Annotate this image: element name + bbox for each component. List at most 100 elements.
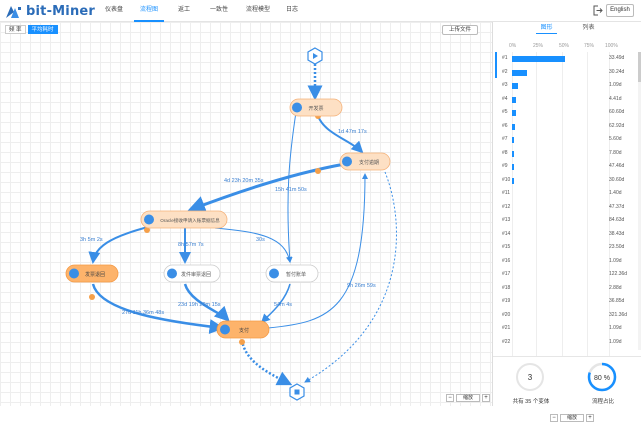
variant-row-label: #5 [502,109,508,115]
edge-n6-to-n7[interactable] [260,283,291,324]
zoom-out-button[interactable]: − [446,394,454,402]
axis-tick: 75% [584,43,595,49]
nav-logs[interactable]: 日志 [285,7,298,13]
scrollbar-thumb[interactable] [638,52,641,82]
edge-n3-to-n4[interactable] [88,226,149,264]
grid-line [609,52,610,356]
node-n3-label: Oracle接收申请入账票据信息 [160,217,220,224]
start-node[interactable] [307,47,323,65]
variant-row-label: #3 [502,82,508,88]
language-button[interactable]: English [606,4,634,17]
node-n5[interactable]: 发件审票退回 [163,264,221,283]
variant-row[interactable]: #1 33.49d [493,52,641,65]
node-n1[interactable]: 开发票 [289,98,343,117]
edge-n1-to-n3[interactable] [286,111,297,263]
edge-label-e8: 27d 11h 36m 48s [122,310,164,316]
nav-process-model[interactable]: 流程模型 [245,7,270,13]
edge-n7-to-end[interactable] [240,339,293,386]
variant-row-value: 30.24d [609,68,625,75]
edge-label-e3: 15h 41m 50s [275,187,307,193]
variant-row-value: 33.49d [609,55,625,61]
variant-row-label: #15 [502,244,511,250]
edge-n5-to-n7[interactable] [183,283,230,322]
variant-row-bar [512,177,514,184]
edge-n2-to-n3[interactable] [187,162,346,214]
node-n6[interactable]: 暂付账单 [265,264,319,283]
canvas-zoom-control: − 缩放 + [446,394,490,402]
nav-rework[interactable]: 返工 [177,7,190,13]
upload-file-button[interactable]: 上传文件 [442,25,478,35]
variant-row-value: 60.60d [609,109,625,115]
edge-labels: 1d 47m 17s 4d 23h 20m 35s 15h 41m 50s 3h… [80,129,376,316]
variant-row-label: #11 [502,190,510,196]
flow-canvas[interactable] [0,22,492,406]
variant-row-value: 47.37d [609,203,625,210]
node-n7[interactable]: 支付 [216,320,270,339]
node-n2[interactable]: 支付逾期 [339,152,391,171]
zoom-in-button[interactable]: + [482,394,490,402]
variant-row[interactable]: #5 60.60d [493,106,641,119]
variant-row[interactable]: #4 4.41d [493,93,641,106]
variant-row-value: 47.46d [609,163,625,169]
selected-variant-indicator [495,52,497,78]
end-node[interactable] [289,383,305,401]
variant-row-label: #22 [502,338,511,345]
node-n5-label: 发件审票退回 [181,271,211,278]
edge-label-e10: 9h 26m 59s [347,283,376,289]
variant-row-label: #19 [502,298,511,304]
edge-n1-to-n2[interactable] [317,115,364,154]
variant-row-label: #17 [502,271,511,277]
axis-tick: 100% [605,43,618,49]
edge-n3-to-n6[interactable] [214,227,292,263]
panel-tabs: 图形 列表 [493,22,641,36]
mode-frequency-button[interactable]: 频 率 [5,25,26,34]
variant-row-value: 321.36d [609,311,628,318]
edge-n4-to-n7[interactable] [91,283,225,335]
nav-conformance[interactable]: 一致性 [209,7,228,13]
variant-row[interactable]: #9 47.46d [493,160,641,173]
variant-row-bar [512,137,514,143]
node-n4[interactable]: 发票退回 [65,264,119,283]
variant-row-label: #4 [502,95,508,102]
node-n2-label: 支付逾期 [359,159,379,166]
stop-icon [294,389,300,395]
app-name: bit-Miner [26,3,96,19]
scrollbar-track[interactable] [638,52,641,350]
tab-list[interactable]: 列表 [582,25,595,31]
variant-row-label: #16 [502,257,511,264]
tab-graph[interactable]: 图形 [536,22,557,34]
node-n3[interactable]: Oracle接收申请入账票据信息 [140,210,228,229]
logout-icon[interactable] [592,5,603,16]
variant-row-label: #9 [502,163,508,169]
variant-row-label: #1 [502,55,508,61]
variant-row-label: #18 [502,284,511,291]
panel-zoom-in-button[interactable]: + [586,414,594,422]
nav-flowchart[interactable]: 流程图 [134,0,164,22]
variant-row-label: #8 [502,149,508,156]
edge-n2-to-end[interactable] [304,171,397,383]
node-n6-label: 暂付账单 [286,271,306,278]
nav-dashboard[interactable]: 仪表盘 [104,7,123,13]
mode-avg-time-button[interactable]: 平均耗时 [27,25,58,34]
variant-row-value: 4.41d [609,95,622,102]
panel-zoom-out-button[interactable]: − [550,414,558,422]
edge-n7-to-n2[interactable] [267,173,368,329]
